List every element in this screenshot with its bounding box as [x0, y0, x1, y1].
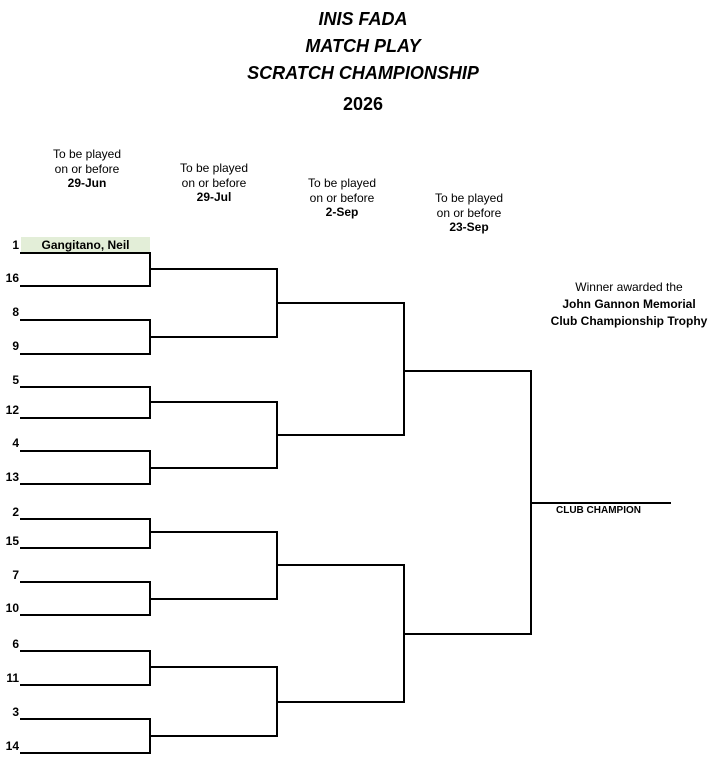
match-line	[20, 450, 151, 485]
round-2-line2: on or before	[181, 175, 247, 190]
match-line	[276, 302, 405, 436]
round-4-line2: on or before	[436, 205, 502, 220]
round-4-date: 23-Sep	[449, 220, 489, 234]
seed-label: 14	[5, 739, 19, 753]
match-line	[149, 531, 278, 600]
seed-label: 4	[12, 436, 19, 450]
seed-label: 16	[5, 271, 19, 285]
round-4-line1: To be played	[434, 191, 504, 205]
match-line	[403, 370, 532, 635]
seed-label: 5	[12, 373, 19, 387]
club-champion-label: CLUB CHAMPION	[556, 505, 641, 516]
round-3-date: 2-Sep	[325, 205, 359, 219]
match-line	[149, 666, 278, 737]
trophy-line-1: Winner awarded the	[575, 280, 683, 294]
seed-label: 9	[12, 339, 19, 353]
round-1-line1: To be played	[52, 147, 122, 161]
match-line	[276, 564, 405, 703]
player-slot-seed-1[interactable]: Gangitano, Neil	[21, 237, 150, 253]
seed-label: 2	[12, 505, 19, 519]
trophy-line-3: Club Championship Trophy	[550, 314, 708, 328]
round-3-line1: To be played	[307, 176, 377, 190]
seed-label: 8	[12, 305, 19, 319]
trophy-line-2: John Gannon Memorial	[562, 297, 696, 311]
match-line	[20, 386, 151, 419]
round-1-line2: on or before	[54, 161, 120, 176]
seed-label: 3	[12, 705, 19, 719]
match-line	[20, 518, 151, 549]
seed-label: 6	[12, 637, 19, 651]
match-line	[20, 252, 151, 287]
seed-label: 13	[5, 470, 19, 484]
round-3-line2: on or before	[309, 190, 375, 205]
match-line	[20, 650, 151, 686]
round-4-deadline: To be played on or before 23-Sep	[399, 191, 539, 235]
seed-label: 7	[12, 568, 19, 582]
round-1-deadline: To be played on or before 29-Jun	[17, 147, 157, 191]
seed-label: 12	[5, 403, 19, 417]
year: 2026	[342, 94, 384, 114]
round-1-date: 29-Jun	[67, 176, 107, 190]
seed-label: 1	[12, 238, 19, 252]
round-3-deadline: To be played on or before 2-Sep	[272, 176, 412, 220]
match-line	[20, 581, 151, 616]
trophy-note: Winner awarded the John Gannon Memorial …	[530, 279, 726, 330]
match-line	[149, 268, 278, 338]
match-line	[149, 401, 278, 469]
round-2-deadline: To be played on or before 29-Jul	[144, 161, 284, 205]
seed-label: 15	[5, 534, 19, 548]
title-line-1: INIS FADA	[318, 9, 408, 29]
title-line-3: SCRATCH CHAMPIONSHIP	[247, 63, 479, 83]
round-2-line1: To be played	[179, 161, 249, 175]
seed-label: 10	[5, 601, 19, 615]
round-2-date: 29-Jul	[196, 190, 232, 204]
match-line	[20, 718, 151, 754]
match-line	[20, 319, 151, 355]
title-line-2: MATCH PLAY	[305, 36, 421, 56]
seed-label: 11	[6, 671, 19, 685]
